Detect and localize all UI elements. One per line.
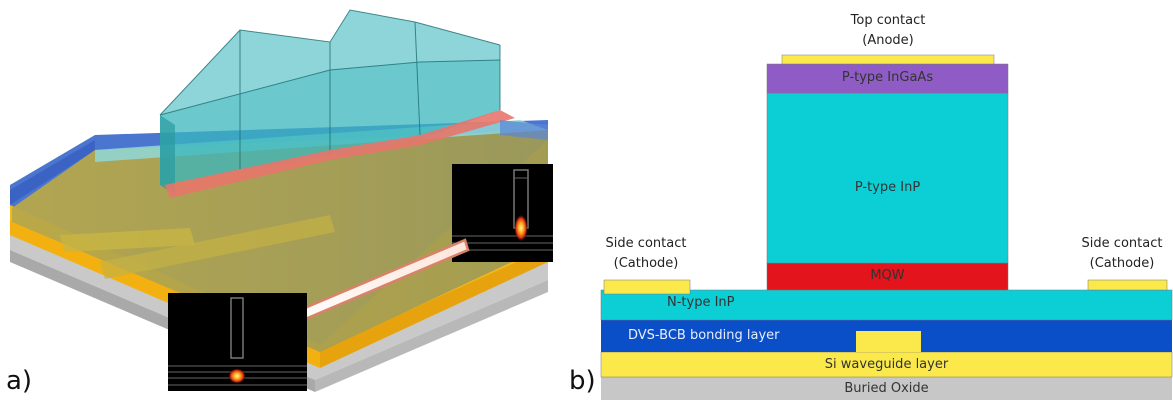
right-side-contact-pad: [1087, 279, 1168, 291]
left-side-contact-subtitle: (Cathode): [613, 256, 679, 271]
p-inp-text: P-type InP: [854, 180, 921, 195]
top-contact-pad: [781, 54, 995, 65]
p-ingaas-layer: [766, 63, 1009, 94]
buried-oxide-layer: [601, 377, 1172, 400]
left-side-contact-pad: [603, 279, 691, 295]
si-waveguide-layer: [600, 351, 1173, 378]
right-side-contact-title: Side contact: [1081, 236, 1163, 251]
p-inp-layer: [766, 92, 1009, 264]
mqw-layer: [766, 262, 1009, 291]
top-contact-label: Top contact (Anode): [818, 12, 958, 49]
mode-profile-inset-lower: [168, 293, 307, 391]
right-side-contact-subtitle: (Cathode): [1089, 256, 1155, 271]
right-side-contact-label: Side contact (Cathode): [1071, 235, 1173, 272]
top-contact-title: Top contact: [850, 13, 926, 28]
panel-a-3d-device: [10, 9, 553, 392]
top-contact-subtitle: (Anode): [862, 33, 914, 48]
si-text: Si waveguide layer: [824, 357, 949, 372]
mqw-text: MQW: [870, 268, 905, 283]
mqw-strip: [165, 110, 515, 198]
panel-a-label: a): [6, 366, 33, 396]
panel-b-cross-section: [600, 54, 1173, 400]
mode-profile-inset-upper: [452, 164, 553, 262]
left-side-contact-title: Side contact: [605, 236, 687, 251]
panel-b-label: b): [569, 366, 596, 396]
buried-oxide-text: Buried Oxide: [844, 381, 929, 396]
bcb-text: DVS-BCB bonding layer: [628, 328, 780, 343]
n-inp-layer: [600, 289, 1173, 321]
p-ingaas-text: P-type InGaAs: [841, 70, 934, 85]
left-side-contact-label: Side contact (Cathode): [588, 235, 704, 272]
si-waveguide-rib: [856, 331, 921, 352]
n-inp-text: N-type InP: [667, 295, 735, 310]
